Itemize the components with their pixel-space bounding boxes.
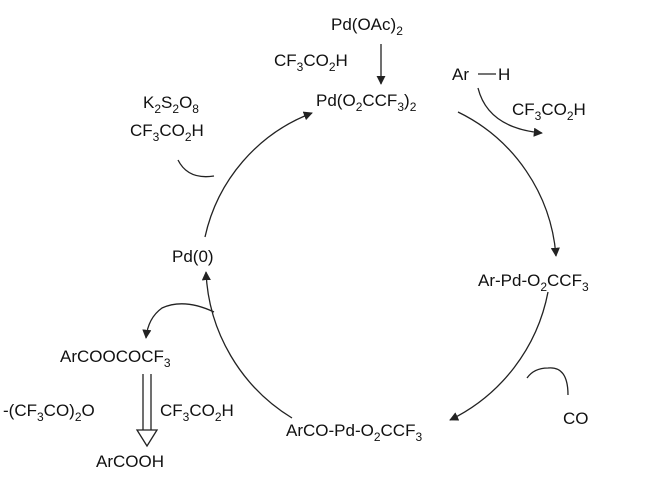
mixed-anhydride-label: ArCOOCOCF3	[60, 347, 171, 370]
aryl-pd-label: Ar-Pd-O2CCF3	[478, 271, 589, 294]
pd-tfa2-label: Pd(O2CCF3)2	[316, 91, 417, 114]
hydrolysis-double-arrow-head	[135, 429, 159, 448]
product-label: ArCOOH	[96, 452, 164, 471]
tfa-released-label: CF3CO2H	[512, 100, 586, 123]
tfa-oxidant-label: CF3CO2H	[130, 121, 204, 144]
tfa-top-label: CF3CO2H	[274, 51, 348, 74]
pd0-label: Pd(0)	[172, 247, 214, 266]
cycle-arrow-oxidation	[204, 111, 313, 238]
arh-label: Ar	[452, 65, 469, 84]
cycle-arrow-reductive-elimination	[201, 271, 293, 419]
tfa-bottom-label: CF3CO2H	[160, 401, 234, 424]
pd-acetate-label: Pd(OAc)2	[331, 15, 403, 38]
co-entry-arrow	[526, 367, 569, 396]
cycle-arrow-ch-activation	[457, 111, 560, 257]
persulfate-label: K2S2O8	[143, 93, 199, 116]
oxidant-entry-arrow	[177, 159, 215, 178]
carbon-monoxide-label: CO	[563, 409, 589, 428]
arh-hydrogen-label: H	[498, 65, 510, 84]
tfaa-loss-label: -(CF3CO)2O	[3, 401, 95, 424]
anhydride-release-arrow	[142, 303, 215, 339]
acyl-pd-label: ArCO-Pd-O2CCF3	[286, 421, 422, 444]
arh-entry-arrow	[477, 87, 543, 137]
cycle-arrow-co-insertion	[449, 291, 549, 421]
